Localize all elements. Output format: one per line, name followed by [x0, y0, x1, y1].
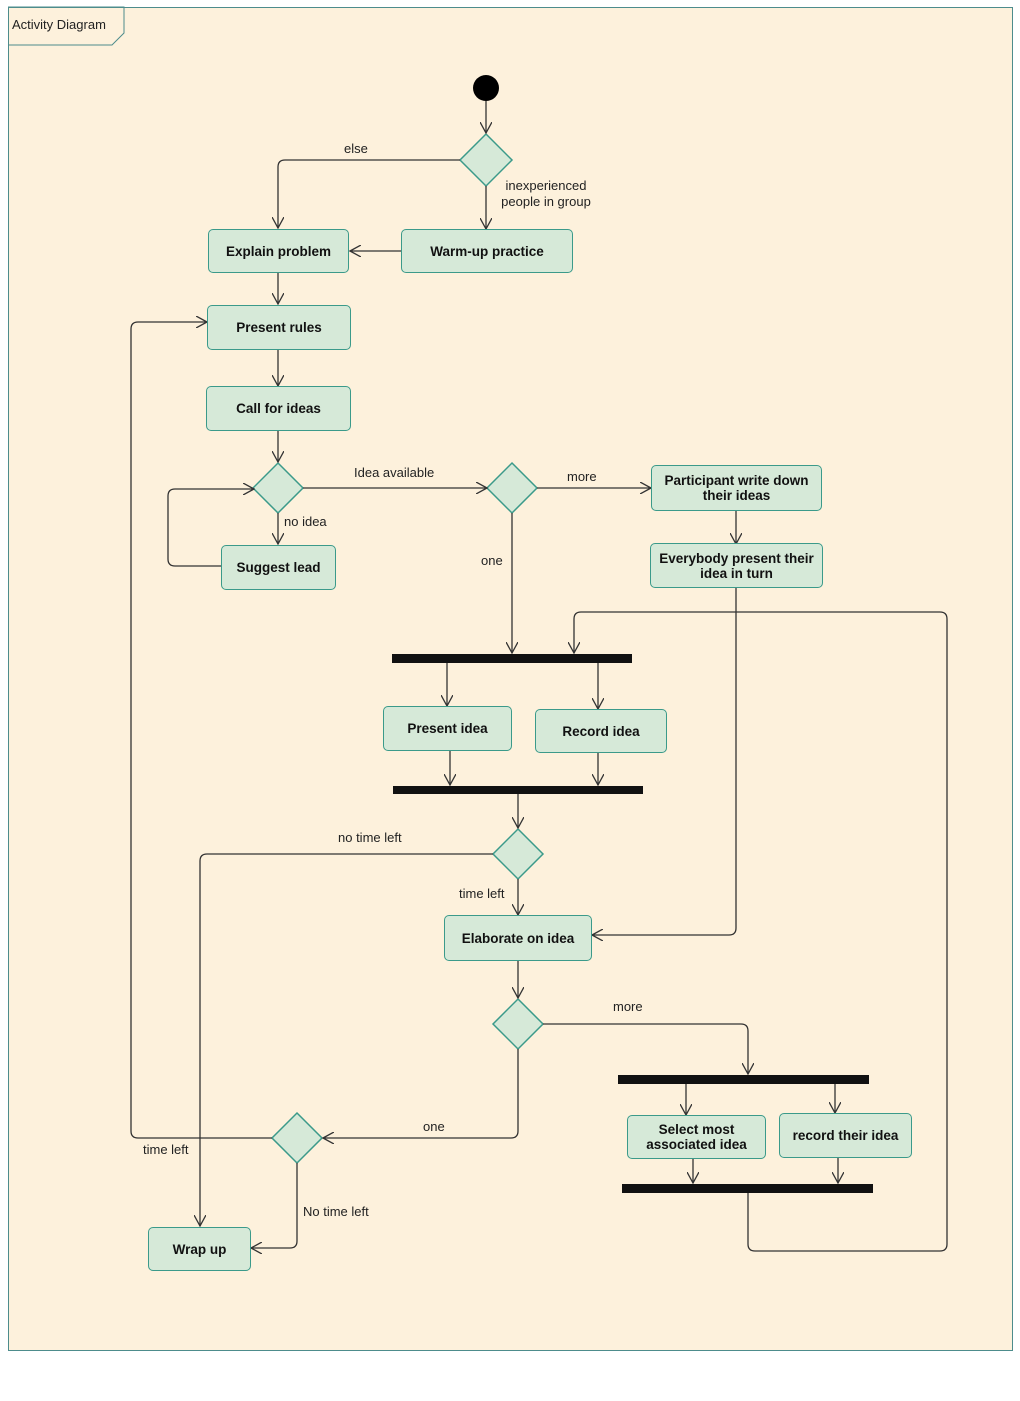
guard-more-2: more	[613, 999, 643, 1014]
guard-one-1: one	[481, 553, 503, 568]
guard-no-time-left-1: no time left	[338, 830, 402, 845]
guard-no-time-left-2: No time left	[303, 1204, 369, 1219]
decision-time-left-1[interactable]	[491, 827, 545, 881]
join-bar-2	[622, 1184, 873, 1193]
edge-one-2	[323, 1049, 519, 1138]
action-everybody-present[interactable]: Everybody present their idea in turn	[650, 543, 823, 588]
edge-suggest-loop	[167, 489, 254, 567]
edge-else	[278, 159, 460, 228]
action-call-for-ideas[interactable]: Call for ideas	[206, 386, 351, 431]
frame-title: Activity Diagram	[12, 17, 106, 32]
action-suggest-lead[interactable]: Suggest lead	[221, 545, 336, 590]
edge-no-time-left-1	[200, 853, 493, 1226]
guard-more-1: more	[567, 469, 597, 484]
action-present-rules[interactable]: Present rules	[207, 305, 351, 350]
guard-else: else	[344, 141, 368, 156]
guard-idea-available: Idea available	[354, 465, 435, 480]
decision-idea-available[interactable]	[251, 461, 305, 515]
action-warmup-practice[interactable]: Warm-up practice	[401, 229, 573, 273]
action-record-idea[interactable]: Record idea	[535, 709, 667, 753]
guard-no-idea: no idea	[284, 514, 327, 529]
edge-join2-loop-to-fork1	[574, 611, 948, 1252]
decision-more-ideas[interactable]	[491, 997, 545, 1051]
action-present-idea[interactable]: Present idea	[383, 706, 512, 751]
action-explain-problem[interactable]: Explain problem	[208, 229, 349, 273]
fork-bar-2	[618, 1075, 869, 1084]
action-wrap-up[interactable]: Wrap up	[148, 1227, 251, 1271]
action-select-most-associated[interactable]: Select most associated idea	[627, 1115, 766, 1159]
action-participant-write[interactable]: Participant write down their ideas	[651, 465, 822, 511]
edge-present-turn-to-elaborate	[592, 588, 737, 935]
fork-bar-1	[392, 654, 632, 663]
guard-time-left-1: time left	[459, 886, 505, 901]
guard-time-left-2: time left	[143, 1142, 189, 1157]
edge-time-left-2	[130, 322, 272, 1139]
decision-how-many-ideas[interactable]	[485, 461, 539, 515]
initial-node	[473, 75, 499, 101]
guard-inexperienced: inexperienced people in group	[501, 178, 591, 209]
join-bar-1	[393, 786, 643, 794]
frame-name-tab	[8, 6, 125, 46]
edge-no-time-left-2	[251, 1163, 298, 1248]
action-elaborate-on-idea[interactable]: Elaborate on idea	[444, 915, 592, 961]
action-record-their-idea[interactable]: record their idea	[779, 1113, 912, 1158]
edge-more-2	[543, 1023, 748, 1074]
decision-time-left-2[interactable]	[270, 1111, 324, 1165]
guard-one-2: one	[423, 1119, 445, 1134]
